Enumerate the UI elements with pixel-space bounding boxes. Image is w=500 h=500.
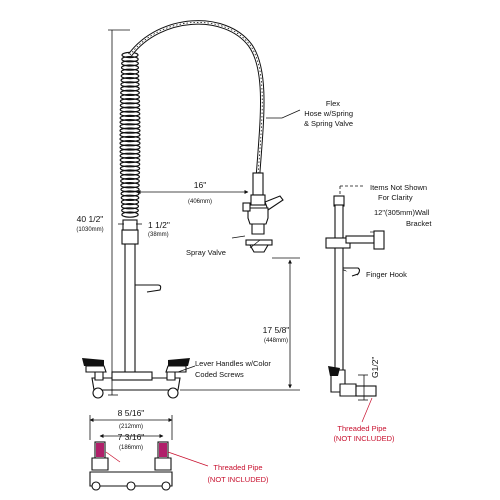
dim-reach-mm: (406mm): [188, 199, 212, 205]
dimension-spray-height: [180, 257, 300, 391]
side-view-callout-dashes: [339, 185, 365, 196]
side-view: [325, 195, 385, 397]
dim-spray-height-mm: (448mm): [264, 338, 288, 344]
dim-centers-inner-mm: (186mm): [119, 445, 143, 451]
spring-coil-loop: [119, 169, 141, 176]
spring-coil-loop: [120, 181, 140, 189]
faucet-body: [85, 365, 187, 399]
label-flex-hose-1: Flex: [326, 99, 340, 108]
spring-coil-loop: [119, 165, 141, 172]
dim-reach: 16": [194, 180, 206, 190]
label-not-included-right: (NOT INCLUDED): [333, 434, 395, 443]
spring-coil-loop: [121, 207, 139, 214]
label-lever-handles-1: Lever Handles w/Color: [195, 359, 271, 368]
label-spray-valve: Spray Valve: [186, 248, 226, 257]
dim-centers-outer-mm: (212mm): [119, 424, 143, 430]
spring-coil-loop: [120, 76, 140, 84]
label-flex-hose-2: Hose w/Spring: [304, 109, 353, 118]
spring-coil-loop: [120, 72, 140, 80]
spring-coil-loop: [119, 160, 141, 168]
spring-coil-loop: [119, 173, 141, 180]
label-flex-hose-3: & Spring Valve: [304, 119, 353, 128]
spring-coil-loop: [120, 198, 140, 206]
dim-pipe-size: 1 1/2": [148, 220, 170, 230]
label-lever-handles-2: Coded Screws: [195, 370, 244, 379]
dimension-total-height: [108, 29, 130, 396]
spring-coil-loop: [119, 102, 141, 109]
spring-coil-loop: [120, 64, 140, 71]
spring-coil-loop: [119, 156, 141, 164]
dimension-inlet-thread: [358, 374, 368, 401]
spring-coil-loop: [120, 177, 140, 185]
spring-coil-loop: [120, 194, 140, 201]
label-wall-bracket-2: Bracket: [406, 219, 432, 228]
spring-coil-loop: [119, 152, 141, 159]
side-view-lever-handle: [328, 366, 340, 376]
dim-pipe-size-mm: (38mm): [148, 232, 169, 238]
label-threaded-pipe-right: Threaded Pipe: [337, 424, 386, 433]
spring-coil-loop: [119, 139, 141, 147]
riser-pipe: [121, 219, 139, 374]
spring-coil-loop: [119, 131, 141, 138]
dim-height-total-mm: (1030mm): [76, 227, 103, 233]
label-not-included-bottom: (NOT INCLUDED): [207, 475, 269, 484]
spring-coil: [119, 51, 141, 218]
spring-coil-loop: [119, 144, 141, 151]
spray-valve: [242, 172, 284, 253]
pipe-right-magenta: [159, 443, 167, 457]
spring-coil-loop: [119, 118, 141, 126]
spring-coil-loop: [120, 85, 140, 92]
finger-hook-main: [135, 284, 162, 293]
label-wall-bracket-1: 12"(305mm)Wall: [374, 208, 430, 217]
spring-coil-loop: [119, 135, 141, 143]
label-items-not-shown-2: For Clarity: [378, 193, 413, 202]
spring-coil-loop: [119, 123, 141, 130]
spring-coil-loop: [120, 68, 140, 76]
spring-coil-loop: [119, 110, 141, 118]
spring-coil-loop: [119, 148, 141, 155]
spring-coil-loop: [120, 186, 140, 193]
dim-inlet-thread: G1/2": [370, 357, 380, 378]
lever-handle-right: [168, 358, 190, 366]
spring-coil-loop: [120, 81, 140, 88]
label-finger-hook: Finger Hook: [366, 270, 407, 279]
spring-coil-loop: [119, 97, 141, 105]
spring-coil-loop: [119, 93, 141, 101]
spring-coil-loop: [119, 106, 141, 113]
spring-coil-loop: [119, 127, 141, 134]
dim-centers-outer: 8 5/16": [118, 408, 145, 418]
label-items-not-shown-1: Items Not Shown: [370, 183, 427, 192]
dimension-centers: [89, 415, 173, 440]
pipe-left-magenta: [96, 443, 104, 457]
dim-height-total: 40 1/2": [77, 214, 104, 224]
spring-coil-loop: [120, 202, 140, 210]
spring-coil-loop: [121, 60, 139, 67]
spring-coil-loop: [121, 211, 139, 218]
dim-centers-inner: 7 3/16": [118, 432, 145, 442]
spring-coil-loop: [121, 56, 139, 63]
leader-threaded-bottom: [105, 451, 209, 467]
lever-handle-left: [82, 358, 104, 366]
leader-threaded-right: [361, 397, 373, 423]
spring-coil-loop: [120, 89, 140, 97]
spring-coil-loop: [119, 114, 141, 122]
flex-hose: [128, 20, 265, 176]
label-threaded-pipe-bottom: Threaded Pipe: [213, 463, 262, 472]
dim-spray-height: 17 5/8": [263, 325, 290, 335]
